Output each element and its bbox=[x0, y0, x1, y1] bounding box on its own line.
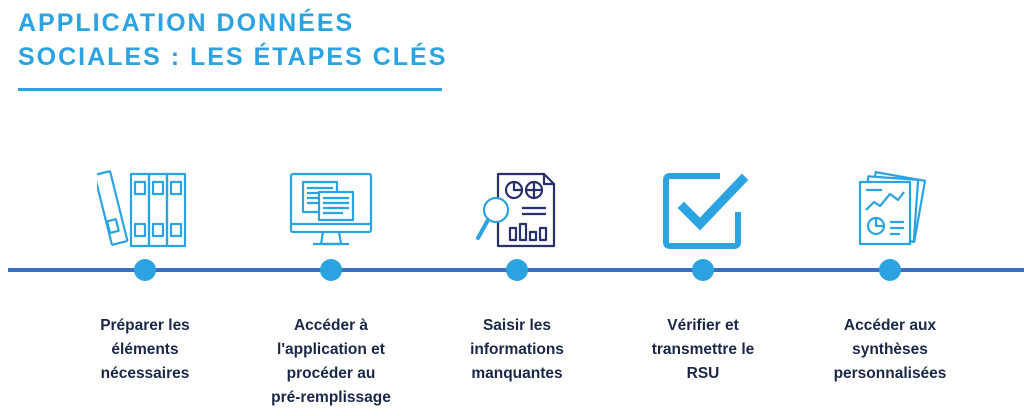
monitor-documents-icon bbox=[283, 168, 379, 252]
step-label: Préparer les éléments nécessaires bbox=[100, 317, 190, 382]
title-underline bbox=[18, 88, 442, 91]
step-label: Saisir les informations manquantes bbox=[470, 317, 564, 382]
step-label: Accéder aux synthèses personnalisées bbox=[833, 317, 947, 382]
page-title: APPLICATION DONNÉES SOCIALES : LES ÉTAPE… bbox=[18, 6, 447, 74]
title-line-1: APPLICATION DONNÉES bbox=[18, 9, 355, 37]
report-magnifier-icon bbox=[470, 168, 566, 252]
checkbox-checked-icon bbox=[656, 168, 752, 252]
timeline-dot bbox=[506, 259, 528, 281]
binders-icon bbox=[97, 168, 193, 252]
timeline-dot bbox=[692, 259, 714, 281]
timeline-dot bbox=[320, 259, 342, 281]
timeline-dot bbox=[134, 259, 156, 281]
analytics-documents-icon bbox=[842, 168, 938, 252]
title-line-2: SOCIALES : LES ÉTAPES CLÉS bbox=[18, 43, 448, 71]
timeline-dot bbox=[879, 259, 901, 281]
step-label: Accéder à l'application et procéder au p… bbox=[271, 317, 391, 406]
step-label: Vérifier et transmettre le RSU bbox=[651, 317, 755, 382]
